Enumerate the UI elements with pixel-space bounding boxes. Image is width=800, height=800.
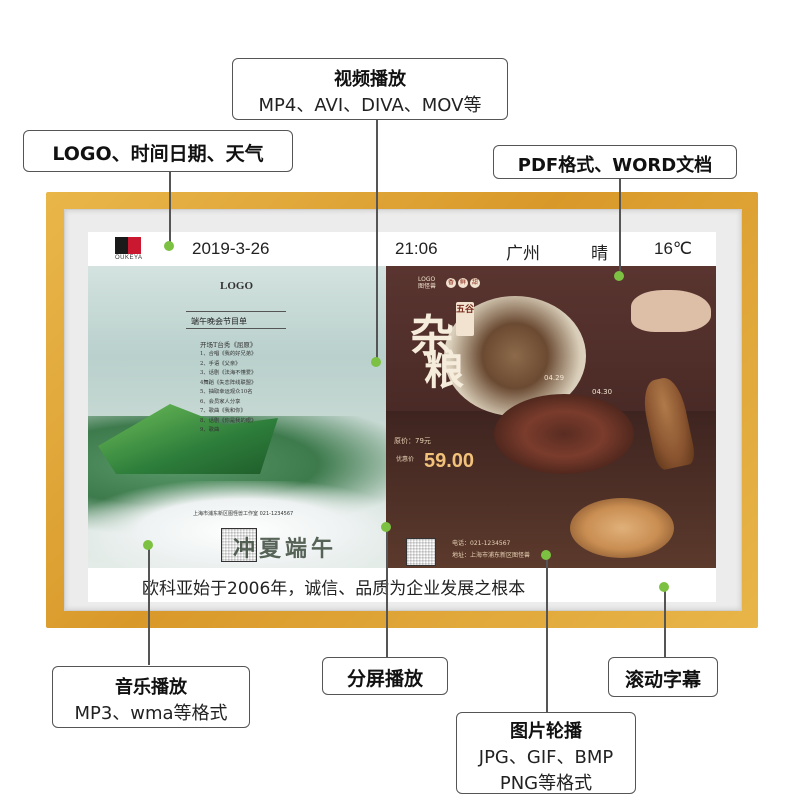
scrolling-ticker: 欧科亚始于2006年，诚信、品质为企业发展之根本 [88, 568, 716, 602]
program-list: 1、合唱《我的好兄弟》 2、手语《父亲》 3、话剧《法海不懂爱》 4舞蹈《失恋阵… [200, 350, 350, 436]
poster-title: 端午晚会节目单 [191, 317, 247, 326]
divider [186, 328, 286, 329]
callout-title: 视频播放 [334, 69, 406, 90]
poster-big-char: 杂 [410, 311, 454, 362]
promo-date-end: 04.30 [592, 388, 613, 396]
flavor-badge: 鲜 [458, 278, 468, 288]
flavor-badge: 甜 [470, 278, 480, 288]
marker-dot [541, 550, 551, 560]
marker-dot [614, 271, 624, 281]
list-item: 6、会员家人分享 [200, 398, 241, 405]
brand-logo-mark [115, 237, 141, 254]
temperature-label: 16℃ [654, 239, 693, 258]
list-item: 4舞蹈《失恋阵线联盟》 [200, 379, 257, 386]
brand-logo: OUKEYA [115, 237, 145, 263]
leader-line [386, 527, 388, 657]
list-item: 3、话剧《法海不懂爱》 [200, 370, 257, 376]
callout-title: 图片轮播 [510, 721, 582, 742]
list-item: 2、手语《父亲》 [200, 360, 241, 367]
date-label: 2019-3-26 [192, 239, 270, 258]
poster-subtitle: 开场T台秀《屈原》 [200, 341, 257, 349]
callout-subtitle: MP3、wma等格式 [74, 703, 228, 724]
hand-image [631, 290, 711, 332]
price-tag: 优惠价 [396, 456, 415, 463]
brand-name: OUKEYA [115, 255, 143, 261]
leader-line [376, 120, 378, 362]
marker-dot [371, 357, 381, 367]
leader-line [546, 555, 548, 713]
callout-music: 音乐播放 MP3、wma等格式 [52, 666, 250, 728]
list-item: 7、歌曲《我和你》 [200, 408, 246, 414]
poster-address: 上海市浦东新区图怪兽工作室 021-1234567 [193, 511, 294, 517]
seal-badge: 五谷 [456, 302, 474, 336]
flavor-badges: 香 鲜 甜 [446, 278, 480, 288]
qr-code-icon [221, 528, 257, 562]
flavor-badge: 香 [446, 278, 456, 288]
ticker-text: 欧科亚始于2006年，诚信、品质为企业发展之根本 [142, 579, 526, 599]
poster-logo: LOGO [220, 280, 254, 292]
callout-pdf-word: PDF格式、WORD文档 [493, 145, 737, 179]
status-bar: OUKEYA 2019-3-26 21:06 广州 晴 16℃ [88, 232, 716, 266]
callout-title: 音乐播放 [115, 677, 187, 698]
poster-logo: LOGO 图怪兽 [418, 276, 437, 290]
marker-dot [659, 582, 669, 592]
callout-subtitle: PNG等格式 [499, 773, 593, 794]
leader-line [664, 587, 666, 657]
callout-title: 滚动字幕 [624, 669, 701, 691]
sale-price: 59.00 [424, 450, 475, 472]
promo-date-start: 04.29 [544, 374, 565, 382]
porridge-bowl-image [494, 394, 634, 474]
city-label: 广州 [506, 244, 540, 263]
list-item: 9、歌曲 [200, 427, 220, 433]
divider [186, 311, 286, 312]
callout-ticker: 滚动字幕 [608, 657, 718, 697]
poster-contact: 电话：021-1234567 地址：上海市浦东新区图怪兽 [452, 538, 530, 562]
time-label: 21:06 [395, 239, 438, 258]
marker-dot [381, 522, 391, 532]
list-item: 8、话剧《你是我的眼》 [200, 417, 257, 424]
contact-address: 地址：上海市浦东新区图怪兽 [452, 552, 531, 559]
marker-dot [143, 540, 153, 550]
weather-label: 晴 [591, 244, 608, 263]
qr-code-icon [406, 538, 436, 566]
display-screen: OUKEYA 2019-3-26 21:06 广州 晴 16℃ LOGO 端午晚… [88, 232, 716, 602]
right-poster: LOGO 图怪兽 香 鲜 甜 杂 粮 五谷 04.29 04.30 原价：79元… [386, 266, 716, 568]
callout-logo-time: LOGO、时间日期、天气 [23, 130, 293, 172]
peanut-bowl-image [570, 498, 674, 558]
poster-big-char: 粮 [424, 347, 464, 394]
callout-images: 图片轮播 JPG、GIF、BMP PNG等格式 [456, 712, 636, 794]
calligraphy-title: 冲夏端午 [233, 536, 338, 562]
callout-title: LOGO、时间日期、天气 [52, 143, 264, 165]
callout-split-screen: 分屏播放 [322, 657, 448, 695]
leader-line [619, 176, 621, 276]
list-item: 1、合唱《我的好兄弟》 [200, 351, 257, 357]
callout-subtitle: JPG、GIF、BMP [478, 747, 614, 768]
contact-phone: 电话：021-1234567 [452, 540, 511, 547]
original-price: 原价：79元 [394, 437, 431, 445]
callout-subtitle: MP4、AVI、DIVA、MOV等 [258, 95, 482, 116]
list-item: 5、抽取幸运观众10名 [200, 389, 253, 395]
marker-dot [164, 241, 174, 251]
left-poster: LOGO 端午晚会节目单 开场T台秀《屈原》 1、合唱《我的好兄弟》 2、手语《… [88, 266, 386, 568]
callout-title: 分屏播放 [346, 668, 423, 690]
callout-title: PDF格式、WORD文档 [517, 155, 713, 176]
leader-line [169, 170, 171, 246]
leader-line [148, 545, 150, 665]
callout-video: 视频播放 MP4、AVI、DIVA、MOV等 [232, 58, 508, 120]
